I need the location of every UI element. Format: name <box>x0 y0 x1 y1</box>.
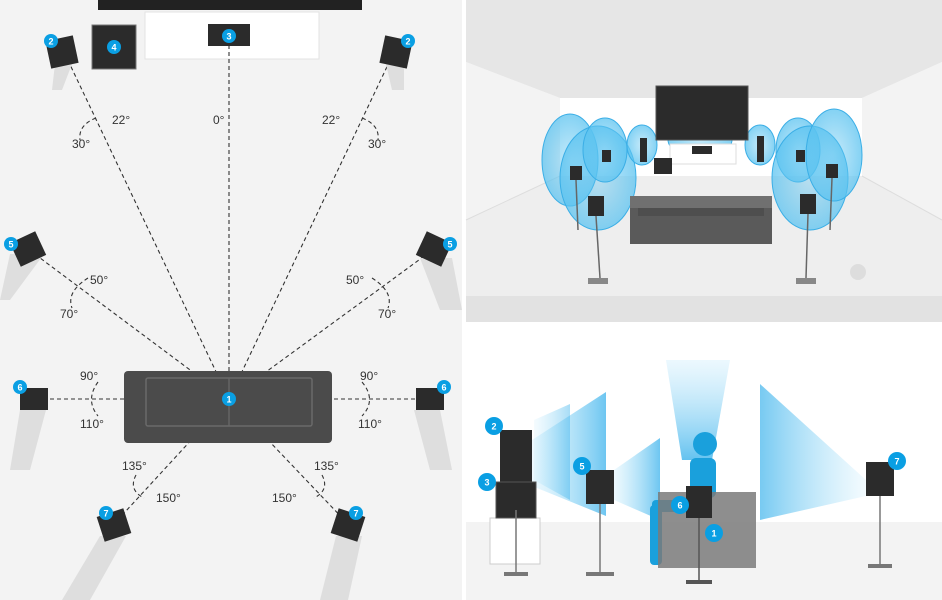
angle-center: 0° <box>213 113 225 127</box>
room-speaker-stands <box>575 177 833 279</box>
surround-right-speaker <box>416 388 444 410</box>
side-front-cabinet <box>489 517 541 565</box>
tv-screen <box>98 0 362 10</box>
badge-side-right: 5 <box>443 237 457 251</box>
svg-text:5: 5 <box>8 240 13 250</box>
svg-text:1: 1 <box>226 395 231 405</box>
badge-side-side: 5 <box>573 457 591 475</box>
angle-side-left-outer: 70° <box>60 307 78 321</box>
speaker-angle-lines <box>27 36 435 525</box>
angle-mid-right-bottom: 110° <box>358 417 382 431</box>
panel-divider <box>462 0 466 600</box>
badge-side-front: 2 <box>485 417 503 435</box>
room-perspective-panel <box>465 0 942 322</box>
svg-text:3: 3 <box>226 32 231 42</box>
badge-surround-left: 6 <box>13 380 27 394</box>
side-surround-speaker <box>686 486 712 518</box>
angle-mid-left-bottom: 110° <box>80 417 104 431</box>
badge-side-surround: 6 <box>671 496 689 514</box>
angle-rear-right-top: 135° <box>314 459 339 473</box>
overhead-beam <box>666 360 730 460</box>
badge-front-right: 2 <box>401 34 415 48</box>
svg-text:6: 6 <box>677 501 682 511</box>
angle-rear-right-bottom: 150° <box>272 491 297 505</box>
room-tv <box>655 85 749 141</box>
angle-front-left-inner: 22° <box>112 113 130 127</box>
room-subwoofer <box>654 158 672 174</box>
angle-side-left-inner: 50° <box>90 273 108 287</box>
plant-pot <box>850 264 866 280</box>
badge-listener: 1 <box>222 392 236 406</box>
svg-text:5: 5 <box>579 462 584 472</box>
side-view-panel: 2 3 5 6 1 7 <box>466 322 942 600</box>
svg-text:7: 7 <box>103 509 108 519</box>
angle-rear-left-top: 135° <box>122 459 147 473</box>
sofa <box>124 371 332 443</box>
badge-rear-right: 7 <box>349 506 363 520</box>
angle-side-right-inner: 50° <box>346 273 364 287</box>
badge-side-rear: 7 <box>888 452 906 470</box>
angle-front-left-outer: 30° <box>72 137 90 151</box>
svg-text:3: 3 <box>484 478 489 488</box>
room-speakers <box>570 136 838 216</box>
side-rear-speaker <box>866 462 894 496</box>
angle-mid-left-top: 90° <box>80 369 98 383</box>
svg-text:4: 4 <box>111 43 116 53</box>
badge-front-left: 2 <box>44 34 58 48</box>
badge-side-left: 5 <box>4 237 18 251</box>
center-speaker-beam <box>534 404 570 500</box>
floor <box>0 0 462 600</box>
side-left-speaker <box>9 231 47 267</box>
side-right-speaker <box>415 231 453 267</box>
badge-center: 3 <box>222 29 236 43</box>
angle-mid-right-top: 90° <box>360 369 378 383</box>
angle-side-right-outer: 70° <box>378 307 396 321</box>
room-sofa <box>630 196 772 244</box>
surround-left-speaker <box>20 388 48 410</box>
svg-text:7: 7 <box>894 457 899 467</box>
rear-speaker-beam <box>760 384 866 520</box>
svg-text:2: 2 <box>48 37 53 47</box>
badge-surround-right: 6 <box>437 380 451 394</box>
svg-text:2: 2 <box>491 422 496 432</box>
svg-text:7: 7 <box>353 509 358 519</box>
speaker-shadows <box>0 64 462 600</box>
badge-rear-left: 7 <box>99 506 113 520</box>
svg-text:6: 6 <box>17 383 22 393</box>
svg-text:2: 2 <box>405 37 410 47</box>
top-view-panel: 22° 30° 0° 22° 30° 50° 70° 50° 70° 90° 1… <box>0 0 462 600</box>
angle-front-right-outer: 30° <box>368 137 386 151</box>
side-speaker <box>586 470 614 504</box>
badge-side-center: 3 <box>478 473 496 491</box>
svg-text:1: 1 <box>711 529 716 539</box>
svg-text:6: 6 <box>441 383 446 393</box>
badge-side-listener: 1 <box>705 524 723 542</box>
badge-subwoofer: 4 <box>107 40 121 54</box>
angle-front-right-inner: 22° <box>322 113 340 127</box>
top-view-badges: 1 2 2 3 4 5 5 6 6 7 7 <box>4 29 457 520</box>
room-center-speaker <box>692 146 712 154</box>
side-speaker-beam <box>614 438 660 520</box>
angle-rear-left-bottom: 150° <box>156 491 181 505</box>
sound-field-bubbles <box>541 108 863 231</box>
svg-text:5: 5 <box>447 240 452 250</box>
